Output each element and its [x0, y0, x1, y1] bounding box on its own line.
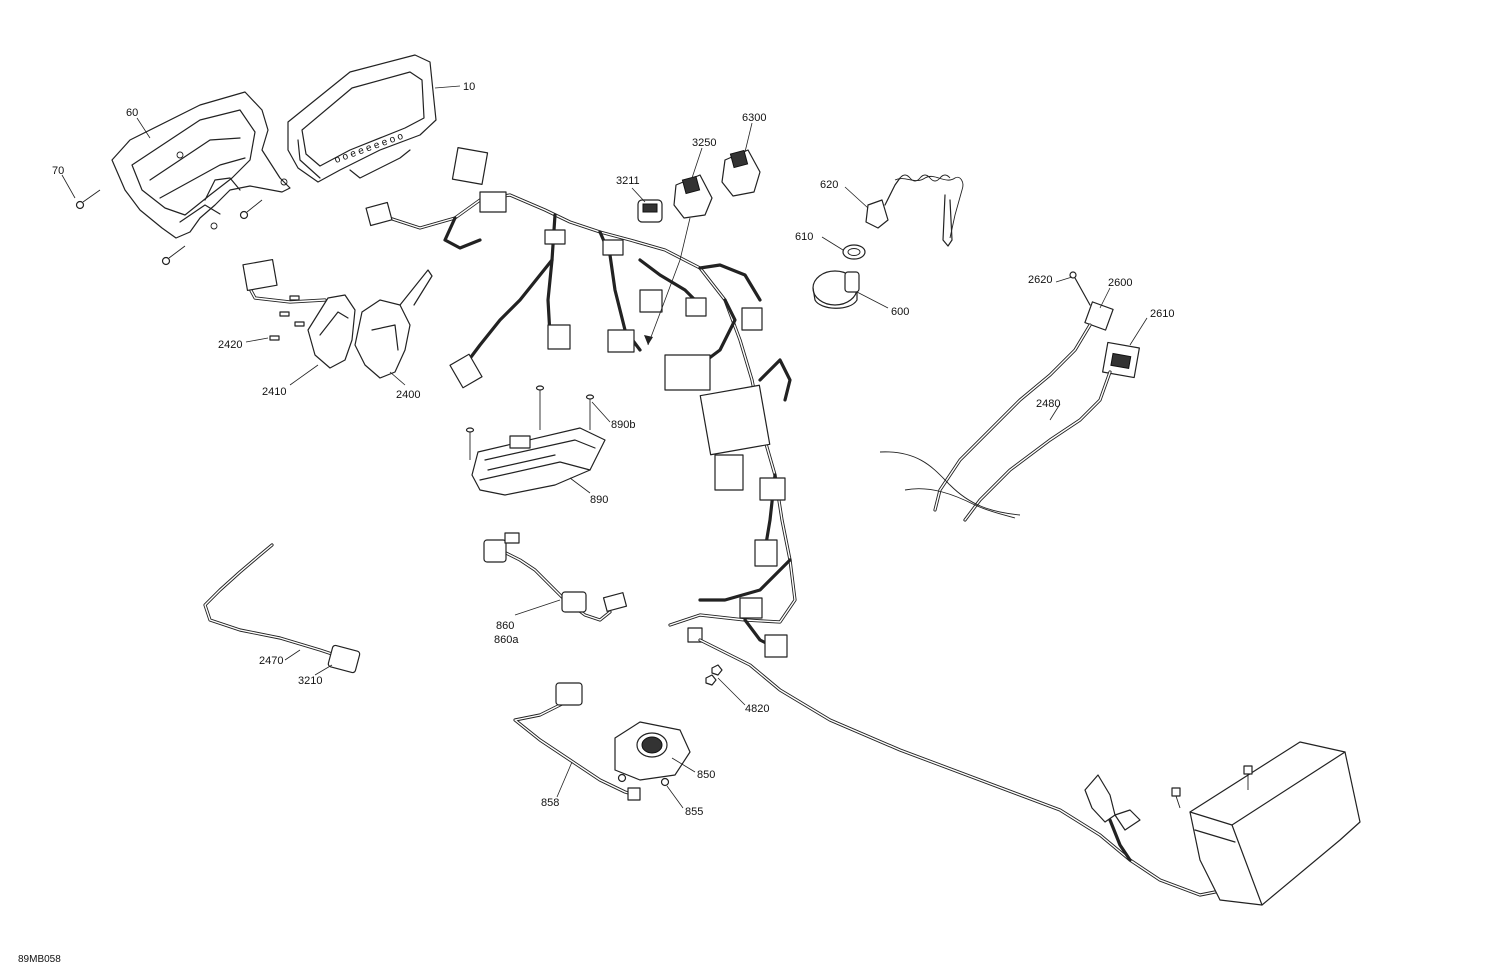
callout-10: 10	[463, 81, 475, 93]
callout-2410: 2410	[262, 386, 286, 398]
part-890-bracket	[471, 427, 606, 496]
callout-2480: 2480	[1036, 398, 1060, 410]
part-620-lanyard	[865, 174, 964, 247]
battery-cable	[698, 638, 1227, 897]
part-2420-screws	[269, 295, 305, 341]
part-858-harness	[513, 682, 641, 801]
part-6300-switch	[721, 149, 761, 197]
part-2470-harness	[203, 543, 337, 657]
part-4820-nuts	[705, 664, 723, 686]
part-3211-switch	[637, 199, 663, 223]
callout-850: 850	[697, 769, 715, 781]
part-600-switch	[812, 270, 860, 309]
callout-2610: 2610	[1150, 308, 1174, 320]
callout-2420: 2420	[218, 339, 242, 351]
callout-860a: 860a	[494, 634, 519, 646]
part-850-switch	[614, 721, 691, 781]
part-610-ring	[842, 244, 866, 260]
callout-2470: 2470	[259, 655, 283, 667]
callout-890: 890	[590, 494, 608, 506]
part-860-harness	[483, 532, 628, 622]
main-harness	[365, 147, 797, 658]
part-2400-throttle	[354, 269, 433, 379]
part-70-screws	[75, 189, 263, 266]
part-2410-housing	[307, 294, 356, 369]
callout-3210: 3210	[298, 675, 322, 687]
callout-70: 70	[52, 165, 64, 177]
callout-4820: 4820	[745, 703, 769, 715]
part-10-cluster: o o e e e e e o o	[287, 54, 437, 183]
callout-858: 858	[541, 797, 559, 809]
callout-610: 610	[795, 231, 813, 243]
callout-890b: 890b	[611, 419, 635, 431]
part-3210-connector	[327, 644, 361, 674]
part-2600-fuse-holder	[1084, 301, 1114, 331]
callout-2600: 2600	[1108, 277, 1132, 289]
callout-labels: 10 60 70 3211 3250 6300 620 610 600 2620…	[52, 81, 1174, 818]
callout-2400: 2400	[396, 389, 420, 401]
part-890b-fasteners	[465, 385, 595, 460]
callout-60: 60	[126, 107, 138, 119]
part-2480-harness	[879, 323, 1112, 522]
callout-855: 855	[685, 806, 703, 818]
part-2620-bolt	[1069, 271, 1091, 306]
callout-3211: 3211	[616, 175, 640, 187]
part-60-housing	[111, 91, 291, 239]
throttle-harness	[242, 258, 327, 304]
callout-2620: 2620	[1028, 274, 1052, 286]
part-855-screws	[617, 773, 670, 787]
leader-lines	[61, 85, 1148, 809]
battery	[1171, 741, 1361, 906]
callout-860: 860	[496, 620, 514, 632]
callout-600: 600	[891, 306, 909, 318]
part-2610-connector	[1102, 341, 1140, 379]
callout-6300: 6300	[742, 112, 766, 124]
part-3250-switch	[673, 174, 713, 219]
callout-3250: 3250	[692, 137, 716, 149]
drawing-reference: 89MB058	[18, 954, 61, 965]
callout-620: 620	[820, 179, 838, 191]
